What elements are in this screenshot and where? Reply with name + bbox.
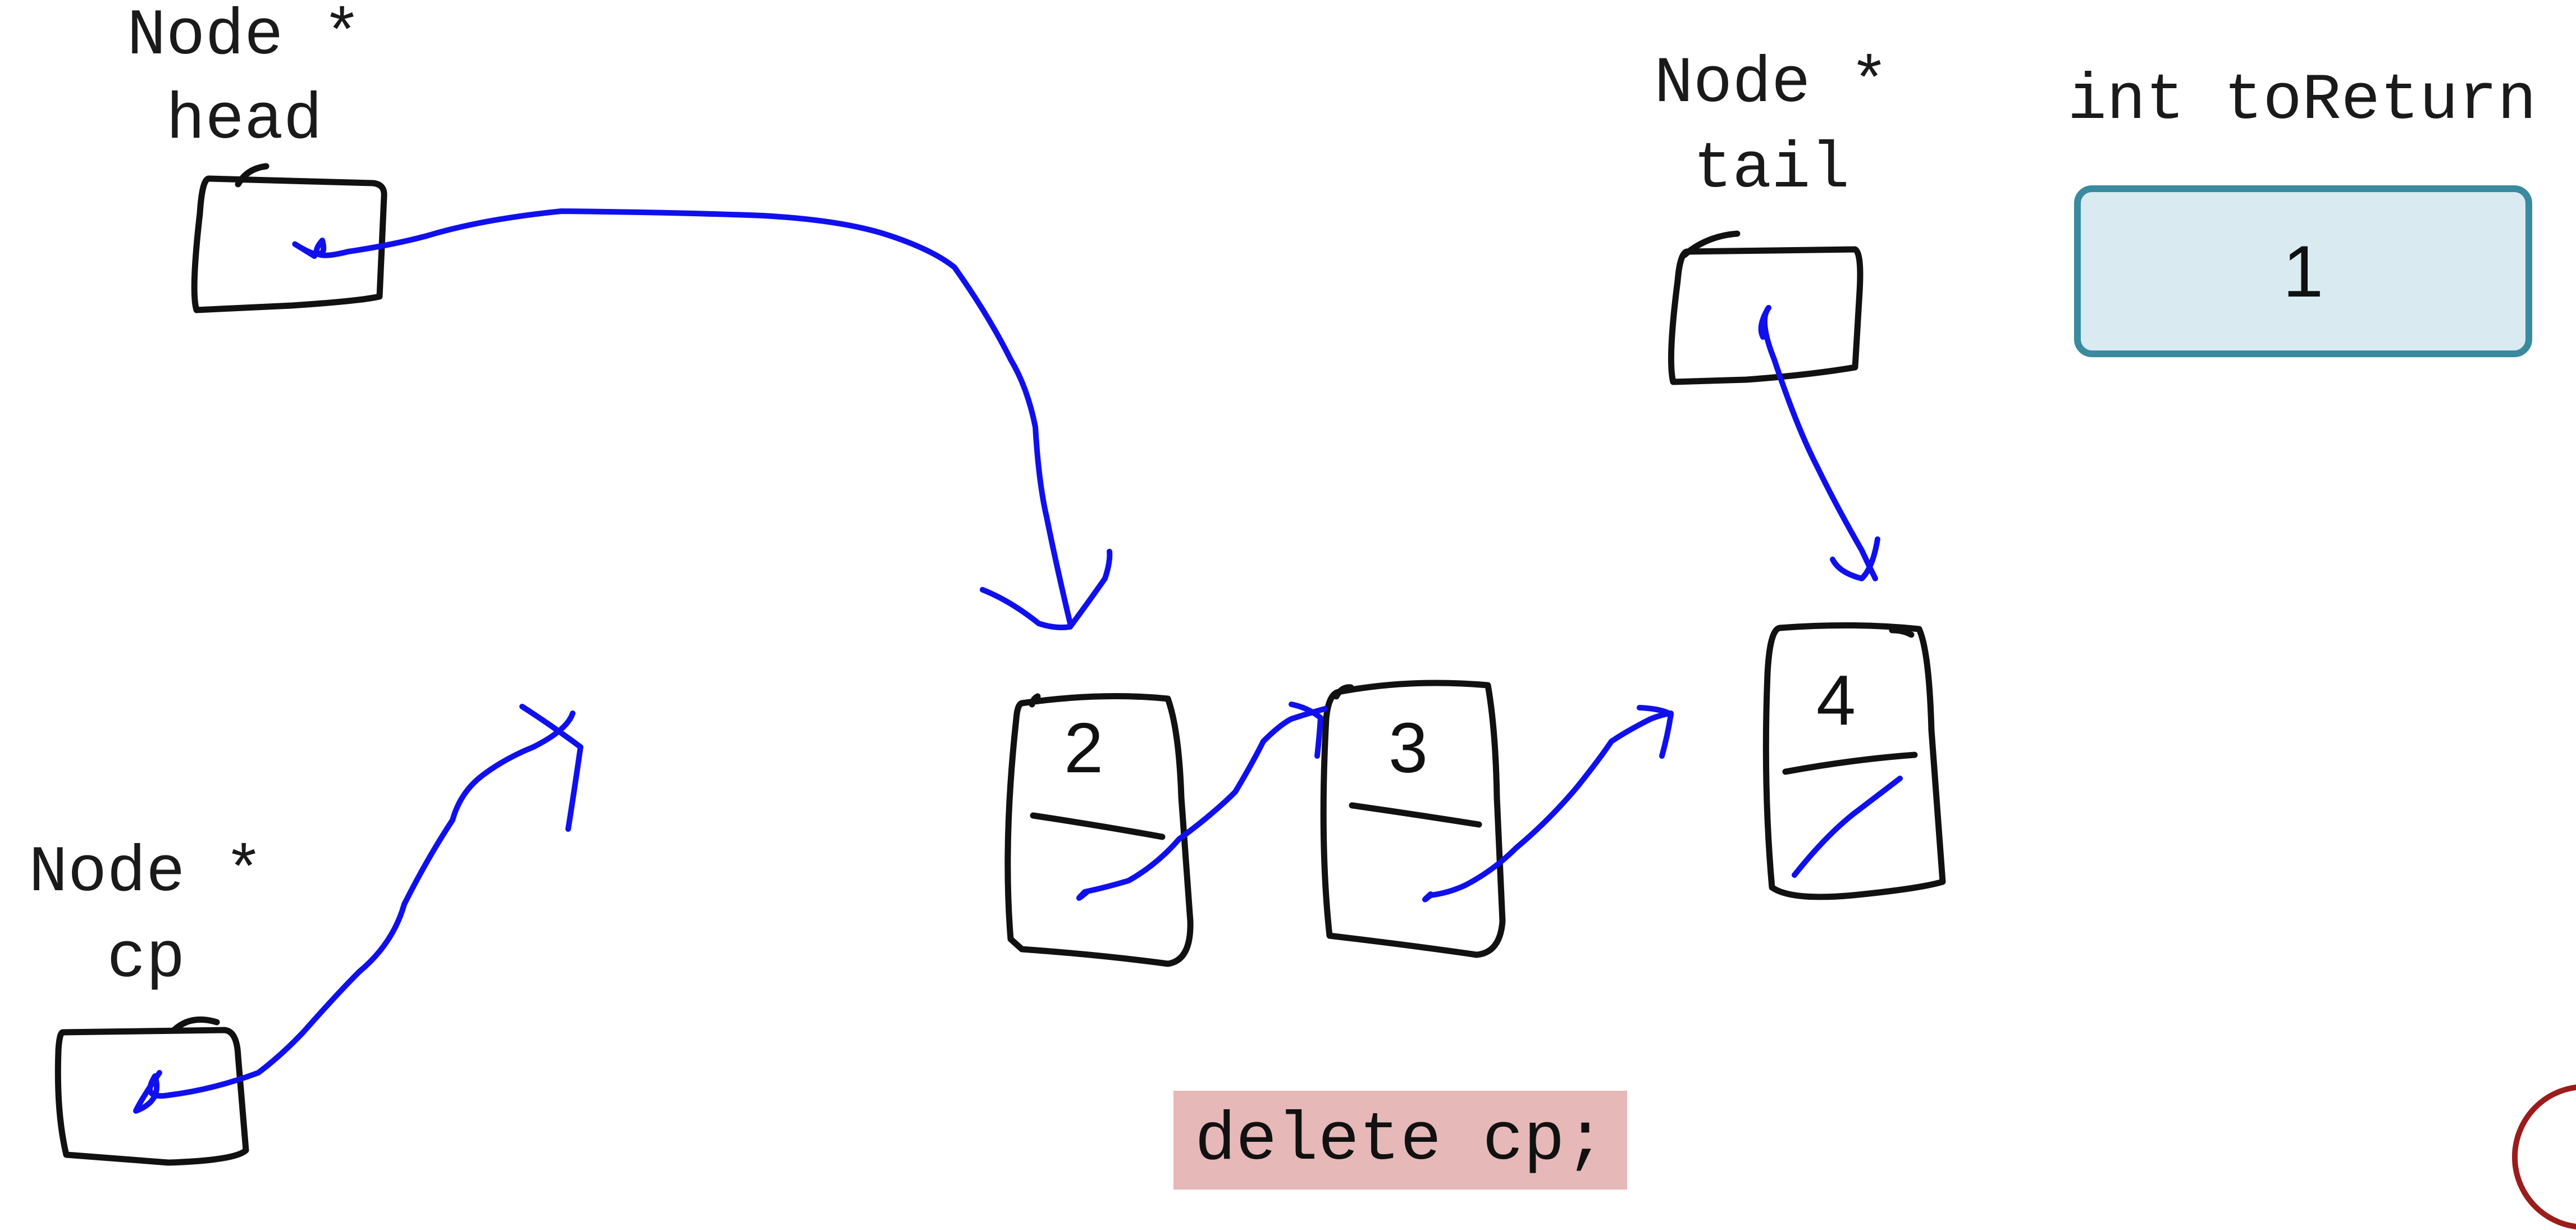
head-to-node-1-arrow bbox=[292, 208, 1113, 631]
to-return-label: int toReturn bbox=[2067, 63, 2536, 138]
cp-pointer-box bbox=[54, 1016, 249, 1166]
cp-type-label: Node * bbox=[29, 836, 263, 910]
null-slash-mark bbox=[1792, 776, 1903, 878]
node-2-next-arrow bbox=[1422, 705, 1674, 903]
code-statement: delete cp; bbox=[1173, 1091, 1627, 1190]
node-box-2 bbox=[1320, 680, 1506, 958]
node-value-3: 4 bbox=[1816, 660, 1856, 740]
node-box-1 bbox=[1004, 693, 1194, 967]
tail-pointer-box bbox=[1668, 230, 1864, 385]
linked-list-diagram: Node * head Node * tail Node * cp int to… bbox=[29, 0, 2537, 1166]
node-value-1: 2 bbox=[1064, 708, 1103, 787]
node-1-next-arrow bbox=[1076, 701, 1328, 901]
cp-name-label: cp bbox=[107, 922, 185, 996]
head-pointer-box bbox=[191, 163, 387, 313]
tail-to-node-3-arrow bbox=[1758, 305, 1880, 581]
head-type-label: Node * bbox=[127, 0, 362, 73]
node-value-2: 3 bbox=[1389, 708, 1428, 787]
tail-name-label: tail bbox=[1693, 132, 1849, 206]
node-box-3 bbox=[1762, 622, 1946, 900]
tail-type-label: Node * bbox=[1654, 47, 1889, 121]
to-return-value-box: 1 bbox=[2074, 185, 2532, 357]
head-name-label: head bbox=[166, 83, 322, 157]
cp-dangling-arrow bbox=[133, 704, 583, 1114]
